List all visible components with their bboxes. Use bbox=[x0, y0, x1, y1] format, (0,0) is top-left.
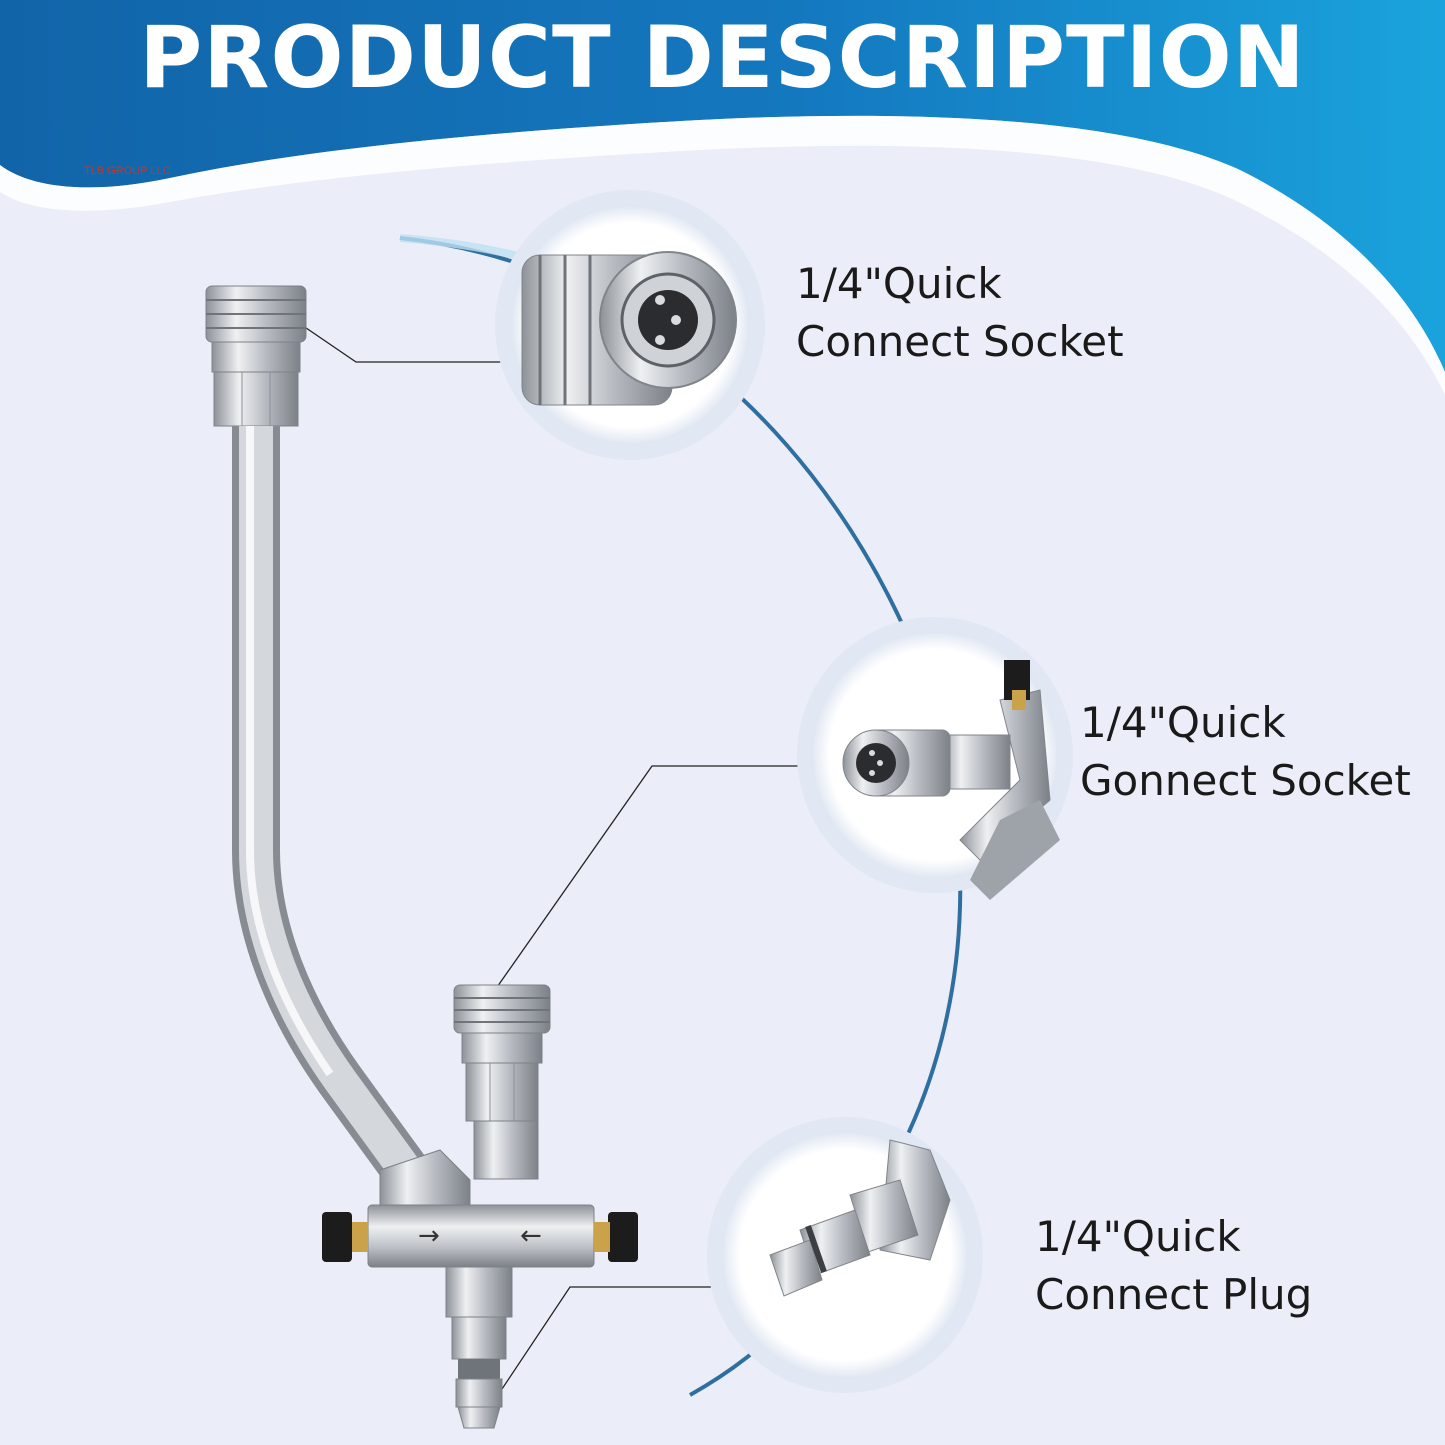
callout-line-1: 1/4"Quick bbox=[1080, 698, 1286, 747]
page-title: PRODUCT DESCRIPTION bbox=[139, 8, 1306, 108]
callout-gonnect-socket: 1/4"Quick Gonnect Socket bbox=[1080, 694, 1411, 810]
detail-circle-gonnect-socket bbox=[797, 617, 1073, 900]
detail-circle-connect-plug bbox=[707, 1117, 983, 1393]
callout-line-1: 1/4"Quick bbox=[1035, 1212, 1241, 1261]
callout-line-2: Connect Plug bbox=[1035, 1270, 1313, 1319]
callout-line-2: Connect Socket bbox=[796, 317, 1124, 366]
callout-line-1: 1/4"Quick bbox=[796, 259, 1002, 308]
svg-text:←: ← bbox=[520, 1221, 542, 1251]
detail-circle-connect-socket bbox=[495, 190, 765, 460]
leader-line-2 bbox=[494, 765, 800, 991]
wand-illustration: → ← bbox=[205, 285, 638, 1429]
callout-line-2: Gonnect Socket bbox=[1080, 756, 1411, 805]
callout-connect-socket: 1/4"Quick Connect Socket bbox=[796, 255, 1124, 371]
header-wave bbox=[0, 0, 1445, 372]
brand-watermark: TLB GROUP LLC bbox=[84, 165, 171, 177]
callout-connect-plug: 1/4"Quick Connect Plug bbox=[1035, 1208, 1312, 1324]
leader-line-3 bbox=[477, 1286, 714, 1426]
svg-text:→: → bbox=[418, 1221, 440, 1251]
